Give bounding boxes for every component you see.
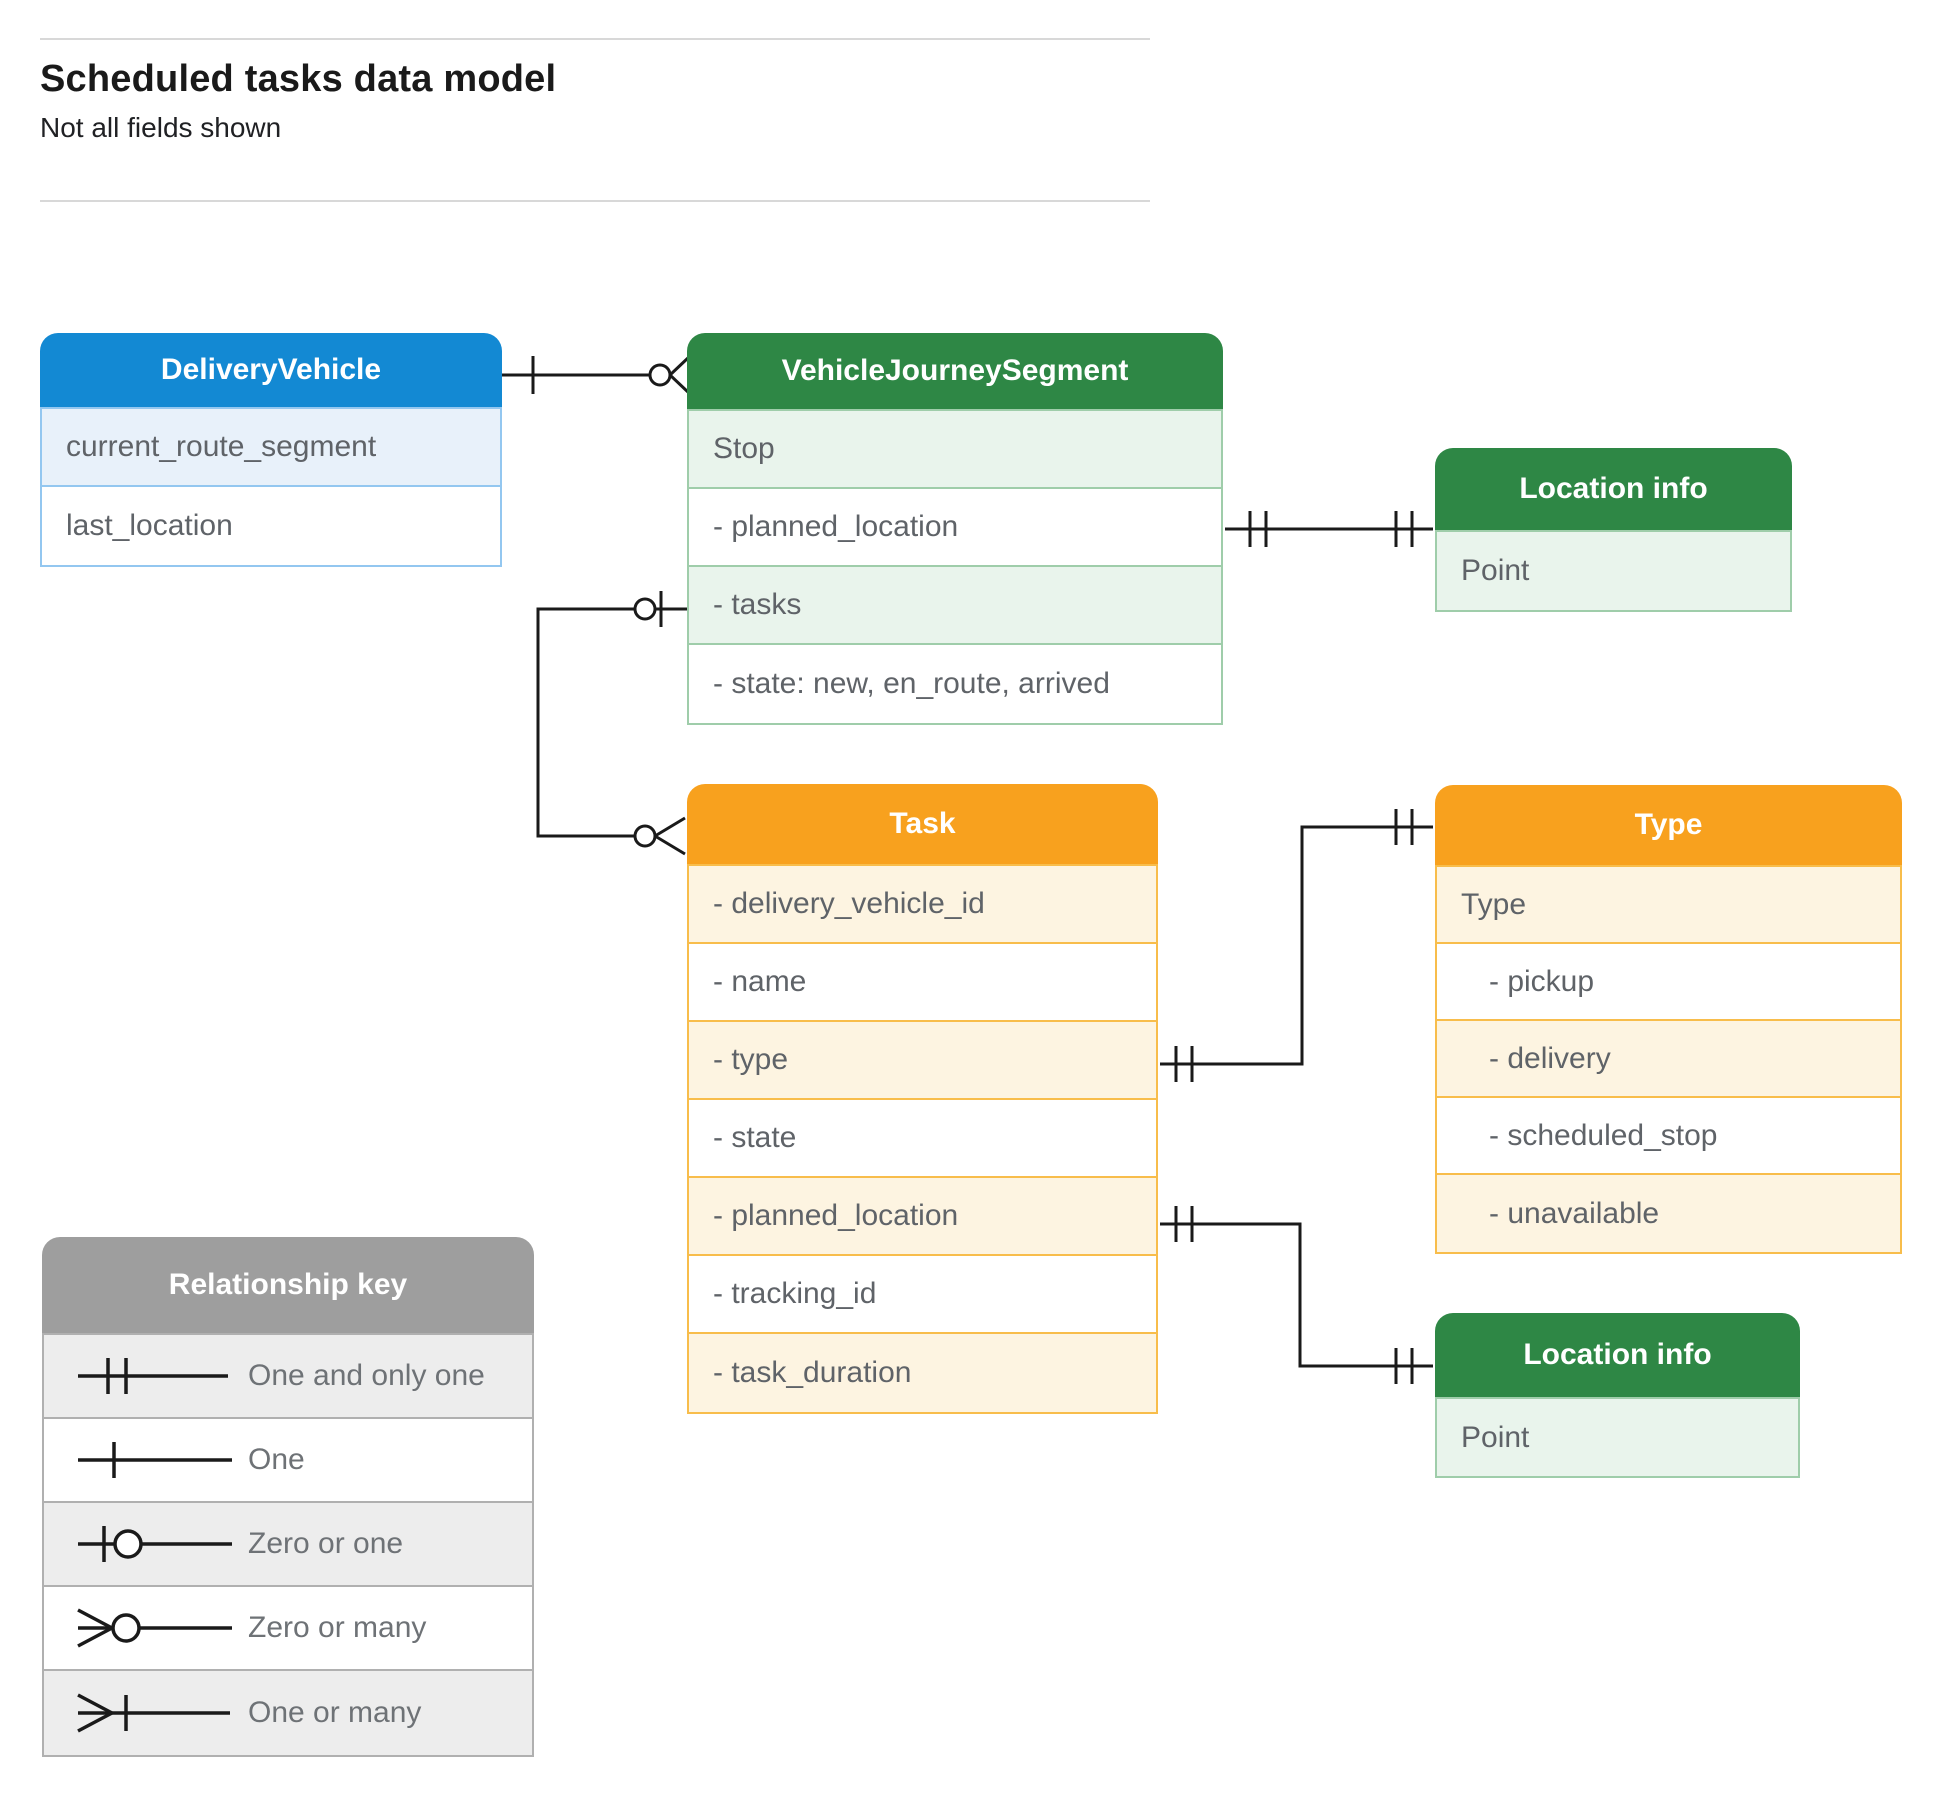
field-row: - state: new, en_route, arrived bbox=[713, 667, 1110, 700]
field-row: Point bbox=[1437, 1399, 1798, 1476]
relationship-key-legend: Relationship key One and only one One bbox=[42, 1237, 534, 1757]
entity-type: Type Type - pickup - delivery - schedule… bbox=[1435, 785, 1902, 1254]
entity-title: Location info bbox=[1435, 448, 1792, 530]
entity-vehicle-journey-segment: VehicleJourneySegment Stop - planned_loc… bbox=[687, 333, 1223, 725]
field-row: Stop bbox=[689, 411, 1221, 489]
legend-label: One and only one bbox=[248, 1359, 485, 1392]
entity-title: Task bbox=[687, 784, 1158, 864]
legend-body: One and only one One Zero or one bbox=[42, 1333, 534, 1757]
one-and-only-one-icon bbox=[78, 1358, 228, 1394]
entity-body: Point bbox=[1435, 1397, 1800, 1478]
field-row: - task_duration bbox=[689, 1334, 1156, 1412]
field-row: - planned_location bbox=[689, 1178, 1156, 1256]
field-row: - scheduled_stop bbox=[1437, 1098, 1900, 1175]
legend-label: One or many bbox=[248, 1696, 422, 1729]
legend-item: Zero or one bbox=[44, 1503, 532, 1587]
legend-label: Zero or one bbox=[248, 1527, 404, 1560]
entity-task: Task - delivery_vehicle_id - name - type… bbox=[687, 784, 1158, 1414]
zero-or-many-icon bbox=[77, 1608, 232, 1648]
entity-body: Type - pickup - delivery - scheduled_sto… bbox=[1435, 865, 1902, 1254]
legend-label: Zero or many bbox=[248, 1611, 427, 1644]
field-row: - unavailable bbox=[1437, 1175, 1900, 1252]
field-row: - tasks bbox=[689, 567, 1221, 645]
entity-body: Stop - planned_location - tasks - state:… bbox=[687, 409, 1223, 725]
field-row: - tracking_id bbox=[689, 1256, 1156, 1334]
legend-item: Zero or many bbox=[44, 1587, 532, 1671]
field-row: - type bbox=[689, 1022, 1156, 1100]
connector-task-locationinfo bbox=[1160, 1206, 1433, 1384]
field-row: - pickup bbox=[1437, 944, 1900, 1021]
page-title: Scheduled tasks data model bbox=[40, 58, 557, 100]
field-row: Point bbox=[1437, 532, 1790, 610]
field-row: current_route_segment bbox=[42, 409, 500, 487]
field-row: last_location bbox=[66, 509, 233, 542]
entity-body: - delivery_vehicle_id - name - type - st… bbox=[687, 864, 1158, 1414]
legend-item: One or many bbox=[44, 1671, 532, 1755]
zero-or-one-icon bbox=[78, 1526, 232, 1562]
entity-location-info-top: Location info Point bbox=[1435, 448, 1792, 612]
entity-body: Point bbox=[1435, 530, 1792, 612]
entity-location-info-bottom: Location info Point bbox=[1435, 1313, 1800, 1478]
entity-title: Type bbox=[1435, 785, 1902, 865]
field-row: - state bbox=[689, 1100, 1156, 1178]
connector-vehiclejourneysegment-locationinfo bbox=[1225, 511, 1433, 547]
field-row: - delivery bbox=[1437, 1021, 1900, 1098]
page-subtitle: Not all fields shown bbox=[40, 112, 282, 143]
entity-delivery-vehicle: DeliveryVehicle current_route_segment la… bbox=[40, 333, 502, 567]
legend-item: One bbox=[44, 1419, 532, 1503]
field-row: - delivery_vehicle_id bbox=[689, 866, 1156, 944]
field-row: Type bbox=[1437, 867, 1900, 944]
connector-deliveryvehicle-vehiclejourneysegment bbox=[502, 355, 691, 395]
one-icon bbox=[78, 1442, 232, 1478]
field-row: - planned_location bbox=[689, 489, 1221, 567]
entity-title: VehicleJourneySegment bbox=[687, 333, 1223, 409]
entity-title: Location info bbox=[1435, 1313, 1800, 1397]
legend-item: One and only one bbox=[44, 1335, 532, 1419]
legend-title: Relationship key bbox=[42, 1237, 534, 1333]
connector-task-type bbox=[1160, 809, 1433, 1082]
subtitle-divider bbox=[40, 200, 1150, 202]
connector-vehiclejourneysegment-task bbox=[536, 591, 687, 856]
entity-body: current_route_segment last_location bbox=[40, 407, 502, 567]
legend-label: One bbox=[248, 1443, 305, 1476]
top-divider bbox=[40, 38, 1150, 40]
field-row: - name bbox=[689, 944, 1156, 1022]
one-or-many-icon bbox=[77, 1693, 230, 1733]
entity-title: DeliveryVehicle bbox=[40, 333, 502, 407]
